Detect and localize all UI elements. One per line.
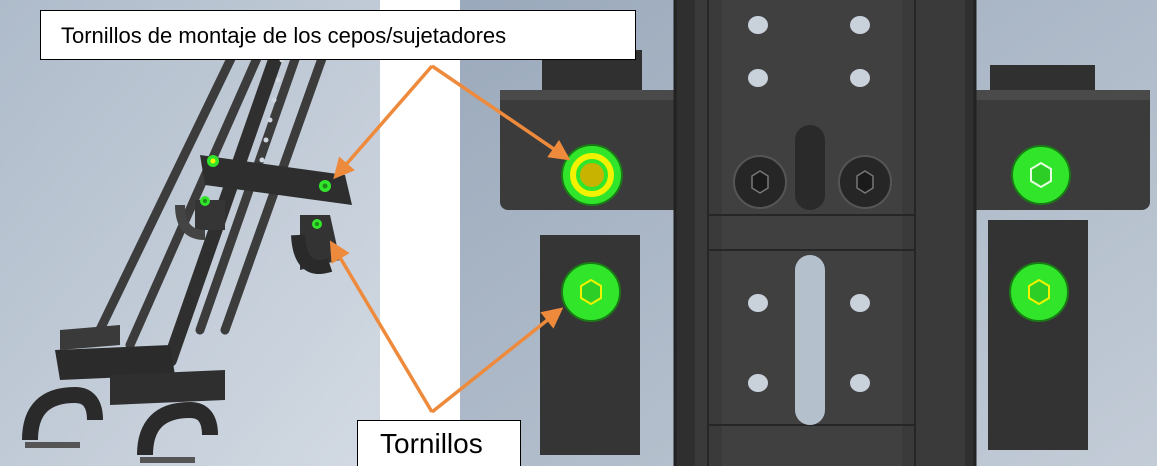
screw-icon xyxy=(561,145,1071,322)
screws-callout: Tornillos xyxy=(357,420,521,466)
socket-screw-icon xyxy=(733,155,892,209)
screw-icon xyxy=(200,155,331,229)
assembly-isometric-view xyxy=(0,0,380,466)
white-separator xyxy=(380,0,460,466)
mounting-screws-label: Tornillos de montaje de los cepos/sujeta… xyxy=(61,23,507,48)
selected-screw-icon xyxy=(561,144,623,206)
mounting-screws-callout: Tornillos de montaje de los cepos/sujeta… xyxy=(40,10,636,60)
closeup-view xyxy=(460,0,1157,466)
screws-label: Tornillos xyxy=(380,428,483,459)
